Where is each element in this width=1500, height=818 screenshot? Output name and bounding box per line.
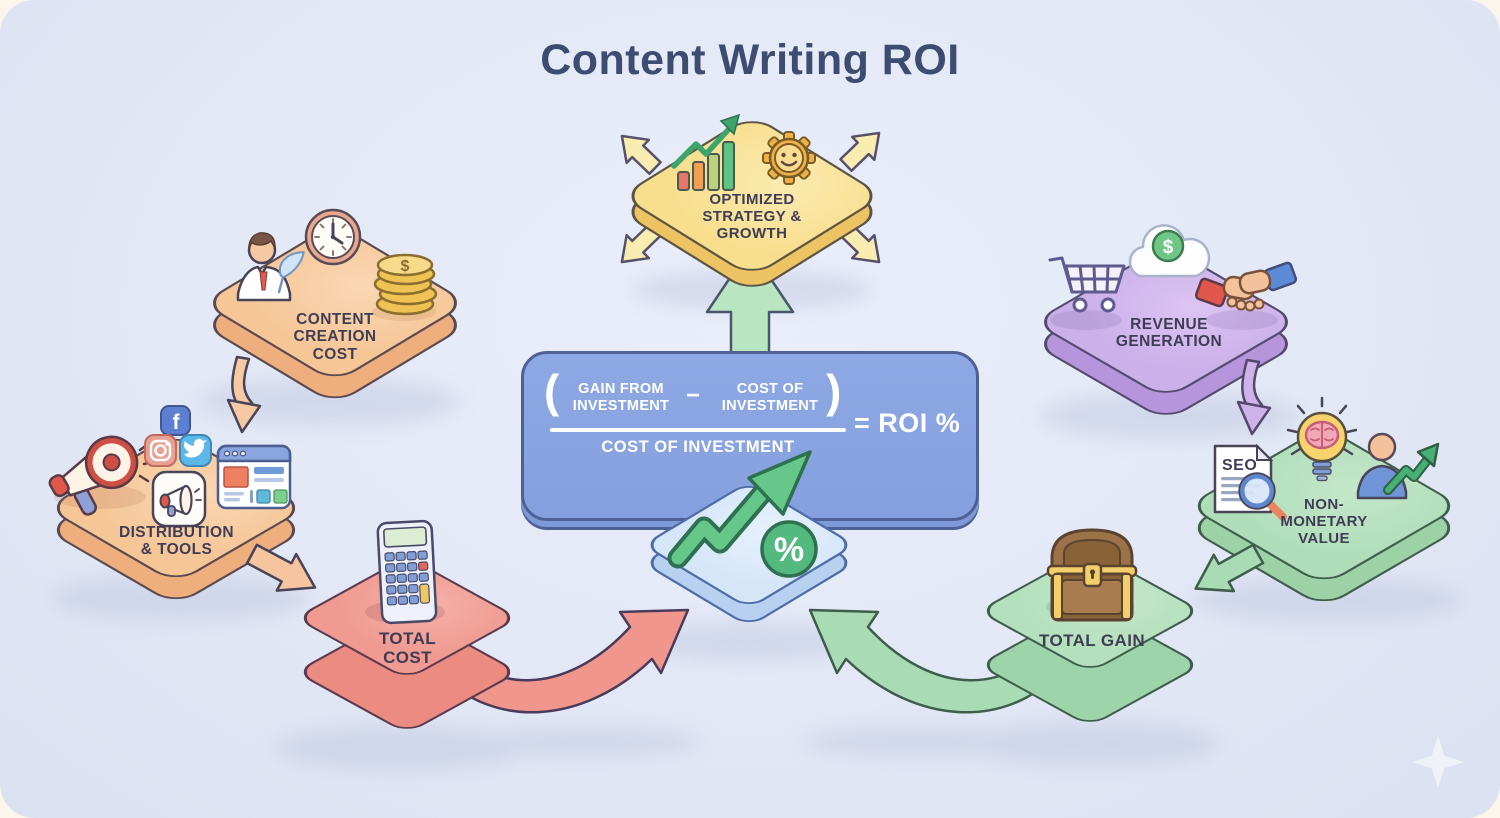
roi-result: = ROI % — [854, 408, 961, 438]
distribution-label: DISTRIBUTION & TOOLS — [118, 524, 235, 559]
cloud-dollar-sign: $ — [1163, 237, 1174, 258]
coin-dollar-sign: $ — [401, 258, 410, 275]
seo-doc-icon: SEO — [1213, 443, 1287, 521]
total-gain-to-roi-arrow — [808, 608, 1057, 714]
content-to-distribution-arrow — [226, 355, 262, 434]
radiating-arrow-se — [839, 222, 881, 264]
total-cost-label: TOTAL COST — [378, 629, 437, 668]
chart-growth-icon — [671, 113, 741, 191]
cloud-dollar-icon: $ — [1128, 224, 1211, 278]
clock-icon — [304, 208, 362, 266]
radiating-arrow-nw — [620, 134, 662, 176]
revenue-label: REVENUE GENERATION — [1115, 316, 1223, 351]
radiating-arrows — [620, 131, 881, 264]
open-paren: ( — [544, 365, 560, 417]
minus-sign: − — [686, 382, 701, 409]
page-title: Content Writing ROI — [540, 36, 960, 84]
facebook-letter: f — [173, 411, 181, 434]
percent-badge: % — [760, 520, 818, 578]
non-monetary-label: NON- MONETARY VALUE — [1280, 496, 1368, 547]
total-gain-label: TOTAL GAIN — [1039, 631, 1145, 650]
handshake-icon — [1194, 261, 1298, 312]
growth-zigzag-icon — [667, 450, 812, 569]
coins-icon: $ — [373, 253, 438, 316]
distribution-to-totalcost-arrow — [245, 543, 317, 592]
revenue-to-nonmonetary-arrow — [1236, 358, 1272, 436]
cost-of-investment-denominator: COST OF INVESTMENT — [601, 438, 795, 456]
close-paren: ) — [826, 365, 842, 417]
browser-icon — [216, 444, 292, 510]
calculator-icon — [376, 519, 438, 625]
instagram-icon — [144, 434, 177, 467]
megaphone-icon — [48, 435, 154, 516]
seo-label: SEO — [1222, 457, 1257, 474]
person-growth-icon — [1356, 432, 1440, 500]
cost-of-investment-numerator: COST OF INVESTMENT — [721, 381, 819, 415]
megaphone-app-icon — [151, 470, 207, 528]
writer-icon — [236, 232, 305, 302]
radiating-arrow-ne — [839, 131, 881, 173]
treasure-chest-icon — [1046, 528, 1138, 622]
twitter-icon — [179, 434, 212, 467]
shopping-cart-icon — [1048, 256, 1126, 313]
content-creation-label: CONTENT CREATION COST — [293, 311, 377, 363]
nonmonetary-to-totalgain-arrow — [1194, 543, 1265, 593]
percent-sign: % — [774, 531, 804, 569]
gear-smiley-icon — [762, 131, 816, 185]
gain-from-investment: GAIN FROM INVESTMENT — [572, 381, 670, 415]
optimized-strategy-label: OPTIMIZED STRATEGY & GROWTH — [702, 191, 802, 242]
fraction-line — [550, 428, 846, 432]
lightbulb-brain-icon — [1286, 396, 1358, 482]
facebook-icon: f — [160, 405, 191, 436]
